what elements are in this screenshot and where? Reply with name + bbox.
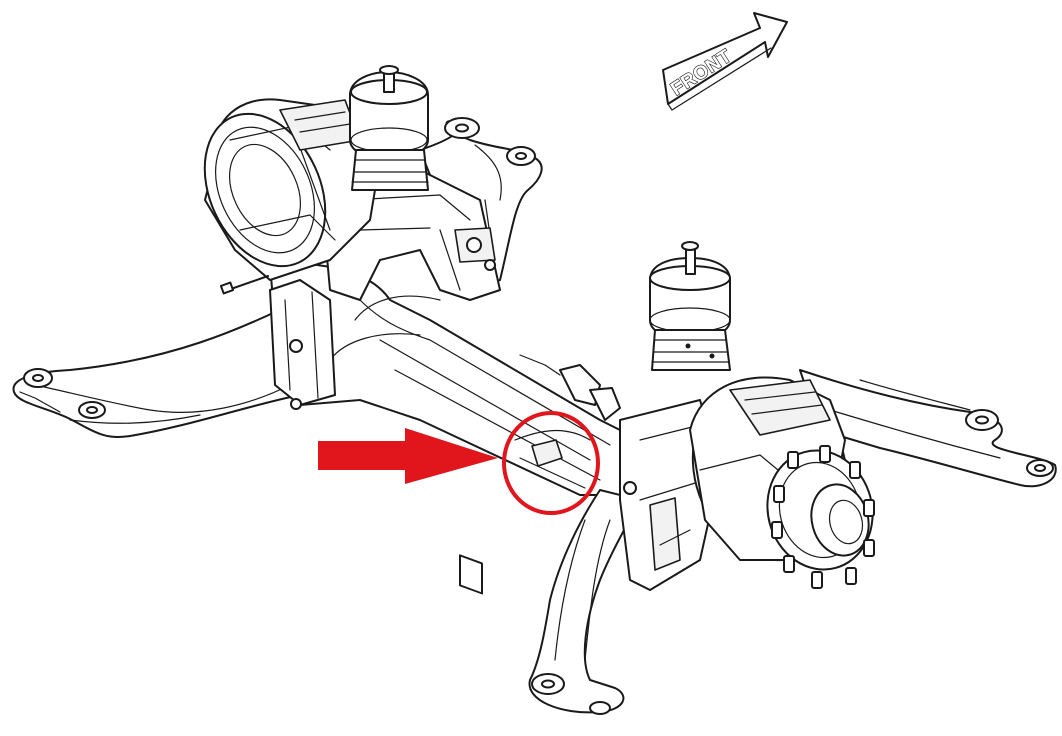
right-hub-brake-assembly [689,376,875,589]
right-trailing-arm [799,369,1057,488]
right-lower-arm [528,489,641,715]
subframe-crossmember [269,262,661,595]
left-air-spring [349,65,429,191]
red-highlight-circle-icon [502,411,600,515]
red-pointer-arrow-icon [318,428,498,484]
front-direction-arrow-icon: FRONT [662,12,788,111]
left-rear-trailing-arm [12,299,301,438]
left-hub-brake-assembly [203,98,381,295]
right-air-spring [649,241,731,371]
wheel-studs [771,445,875,589]
